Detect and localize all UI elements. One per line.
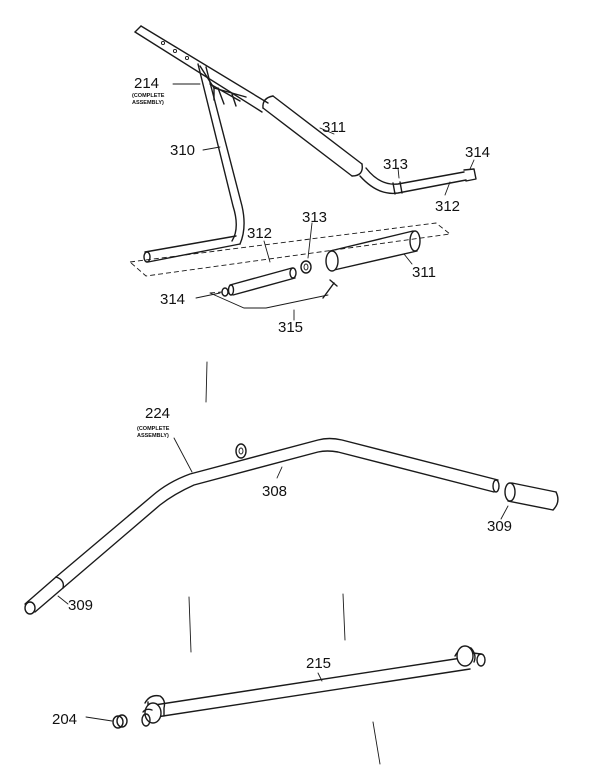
handle-assembly-214 [134, 25, 477, 263]
label-311-top: 311 [322, 119, 346, 136]
label-224: 224 [145, 405, 170, 422]
label-311-mid: 311 [412, 264, 436, 281]
label-312-top: 312 [435, 198, 460, 215]
label-214-sub2: ASSEMBLY) [132, 100, 164, 106]
assembly-plane [128, 222, 452, 277]
label-310: 310 [170, 142, 195, 159]
label-308: 308 [262, 483, 287, 500]
crossbar-215 [112, 645, 486, 729]
label-313-mid: 313 [302, 209, 327, 226]
label-315: 315 [278, 319, 303, 336]
label-309-left: 309 [68, 597, 93, 614]
label-312-mid: 312 [247, 225, 272, 242]
label-214: 214 [134, 75, 159, 92]
label-214-sub1: (COMPLETE [132, 93, 165, 99]
label-224-sub1: (COMPLETE [137, 426, 170, 432]
handle-assembly-224 [24, 437, 559, 615]
label-224-sub2: ASSEMBLY) [137, 433, 169, 439]
label-309-right: 309 [487, 518, 512, 535]
label-204: 204 [52, 711, 77, 728]
label-313-top: 313 [383, 156, 408, 173]
label-215: 215 [306, 655, 331, 672]
label-314-left: 314 [160, 291, 185, 308]
exploded-parts [209, 230, 421, 309]
label-314-top: 314 [465, 144, 490, 161]
